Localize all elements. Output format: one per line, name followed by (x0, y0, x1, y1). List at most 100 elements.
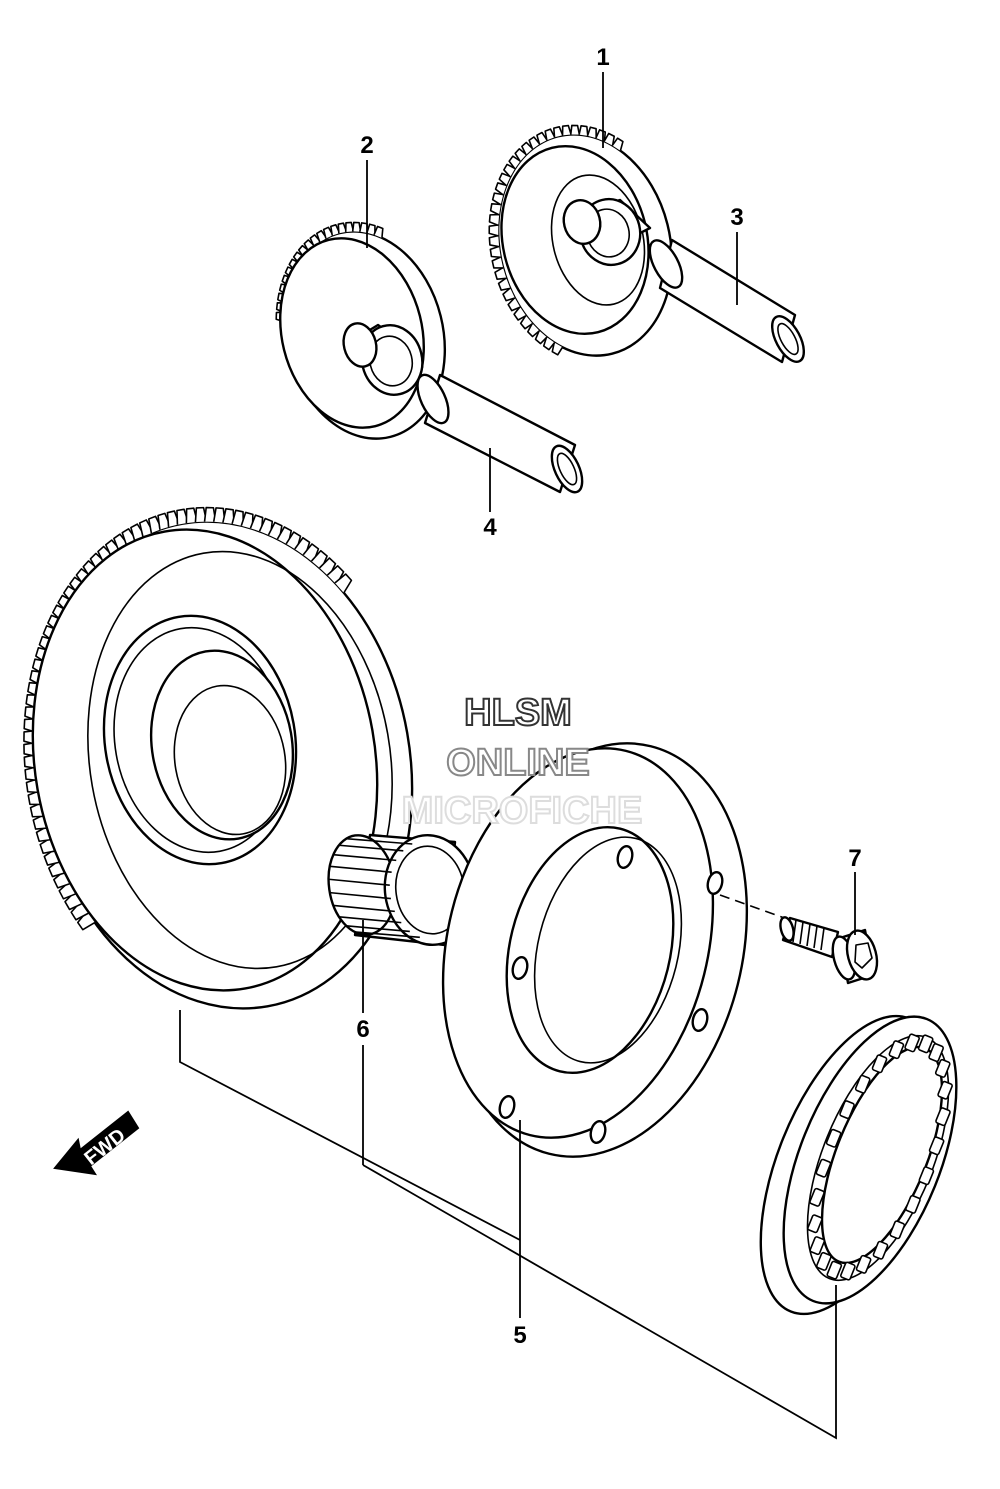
part-4-shaft-pin[interactable] (411, 370, 588, 496)
needle-roller (328, 878, 390, 886)
gear-tooth (569, 124, 581, 135)
one-way-clutch[interactable] (724, 992, 992, 1339)
gear-tooth (561, 124, 572, 136)
gear-tooth (611, 137, 624, 151)
bolt-hole (498, 1094, 516, 1120)
sprag-cell (928, 1136, 945, 1156)
callouts: 1 2 3 4 5 6 7 (356, 44, 861, 1349)
sprag-cell (889, 1220, 906, 1240)
gear-tooth (489, 203, 501, 216)
part-1-idle-gear[interactable] (475, 116, 694, 374)
sprag-cell (917, 1034, 934, 1054)
leader-lines (179, 72, 856, 1440)
gear-tooth (488, 234, 500, 248)
sprag-cell (825, 1128, 842, 1148)
gear-tooth (519, 315, 533, 330)
bolt-hole (616, 844, 634, 870)
bolt-hole (511, 955, 529, 981)
watermark-line-1: HLSM (464, 692, 572, 734)
starter-driven-gear[interactable] (0, 492, 450, 1039)
sprag-cell (807, 1214, 823, 1234)
callout-2: 2 (360, 132, 373, 159)
bolt-hole (589, 1119, 607, 1145)
sprag-cell (918, 1166, 935, 1186)
gear-tooth (507, 297, 521, 312)
needle-roller (333, 904, 395, 913)
sprag-cell (872, 1240, 889, 1260)
gear-tooth (603, 132, 616, 146)
bolt-hole (691, 1007, 709, 1033)
gear-tooth (498, 172, 511, 187)
gear-tooth (344, 221, 355, 232)
gear-tooth (489, 245, 501, 259)
part-5-bolt-holes (498, 844, 724, 1145)
sprag-cell (815, 1158, 832, 1178)
gear-tooth (551, 342, 564, 356)
sprag-cell (928, 1043, 944, 1063)
gear-tooth (309, 234, 322, 248)
gear-tooth (502, 287, 516, 302)
gear-tooth (508, 155, 521, 170)
needle-roller (346, 837, 413, 845)
bolt-hole (706, 870, 724, 896)
needle-roller (329, 865, 392, 873)
gear-tooth (334, 573, 353, 594)
sprag-cell (904, 1033, 920, 1053)
gear-tooth (544, 128, 556, 141)
callout-5: 5 (513, 1322, 526, 1349)
callout-1: 1 (596, 44, 609, 71)
watermark-line-2: ONLINE (446, 742, 590, 784)
gear-tooth (586, 126, 597, 139)
gear-tooth (578, 124, 589, 136)
gear-tooth (337, 222, 348, 234)
part-2-idle-gear[interactable] (261, 214, 466, 456)
needle-roller (338, 916, 402, 924)
gear-tooth (366, 223, 376, 236)
sprag-cell (809, 1187, 825, 1207)
gear-tooth (488, 213, 500, 227)
gear-tooth (315, 229, 328, 243)
gear-tooth (534, 330, 548, 345)
sprag-cell (826, 1260, 843, 1280)
sprag-cell (871, 1054, 888, 1074)
callout-6: 6 (356, 1016, 369, 1043)
gear-tooth (553, 126, 564, 138)
gear-tooth (527, 323, 540, 338)
part-6-needle-bearing[interactable] (322, 829, 482, 950)
needle-roller (333, 853, 397, 862)
sprag-cell (935, 1107, 951, 1127)
gear-tooth (351, 221, 362, 232)
gear-tooth (513, 306, 527, 321)
sprag-cell (839, 1100, 855, 1120)
part-5-clutch-housing[interactable] (404, 712, 789, 1188)
gear-tooth (330, 224, 341, 236)
callout-7: 7 (848, 845, 861, 872)
gear-tooth (536, 131, 548, 145)
gear-tooth (303, 239, 316, 253)
watermark: HLSM ONLINE MICROFICHE (401, 691, 644, 833)
gear-tooth (494, 266, 507, 281)
fwd-arrow-icon: FWD (53, 1110, 140, 1176)
callout-3: 3 (730, 204, 743, 231)
sprag-cell (905, 1194, 921, 1214)
gear-tooth (491, 256, 504, 269)
gear-tooth (503, 163, 516, 178)
sprag-cell (809, 1236, 826, 1256)
one-way-clutch-sprags (807, 1033, 953, 1281)
part-1-gear-teeth (488, 124, 624, 356)
needle-roller (338, 844, 404, 852)
part-3-shaft-pin[interactable] (643, 235, 810, 366)
sprag-cell (934, 1058, 951, 1078)
gear-tooth (494, 182, 507, 196)
needle-roller (354, 931, 420, 939)
gear-tooth (528, 136, 541, 150)
gear-tooth (497, 277, 511, 291)
sprag-cell (816, 1251, 832, 1271)
gear-tooth (322, 226, 334, 239)
callout-4: 4 (483, 514, 497, 541)
needle-roller (346, 925, 410, 933)
part-7-bolt[interactable] (719, 894, 882, 985)
watermark-line-3: MICROFICHE (402, 790, 643, 832)
gear-tooth (514, 148, 527, 162)
